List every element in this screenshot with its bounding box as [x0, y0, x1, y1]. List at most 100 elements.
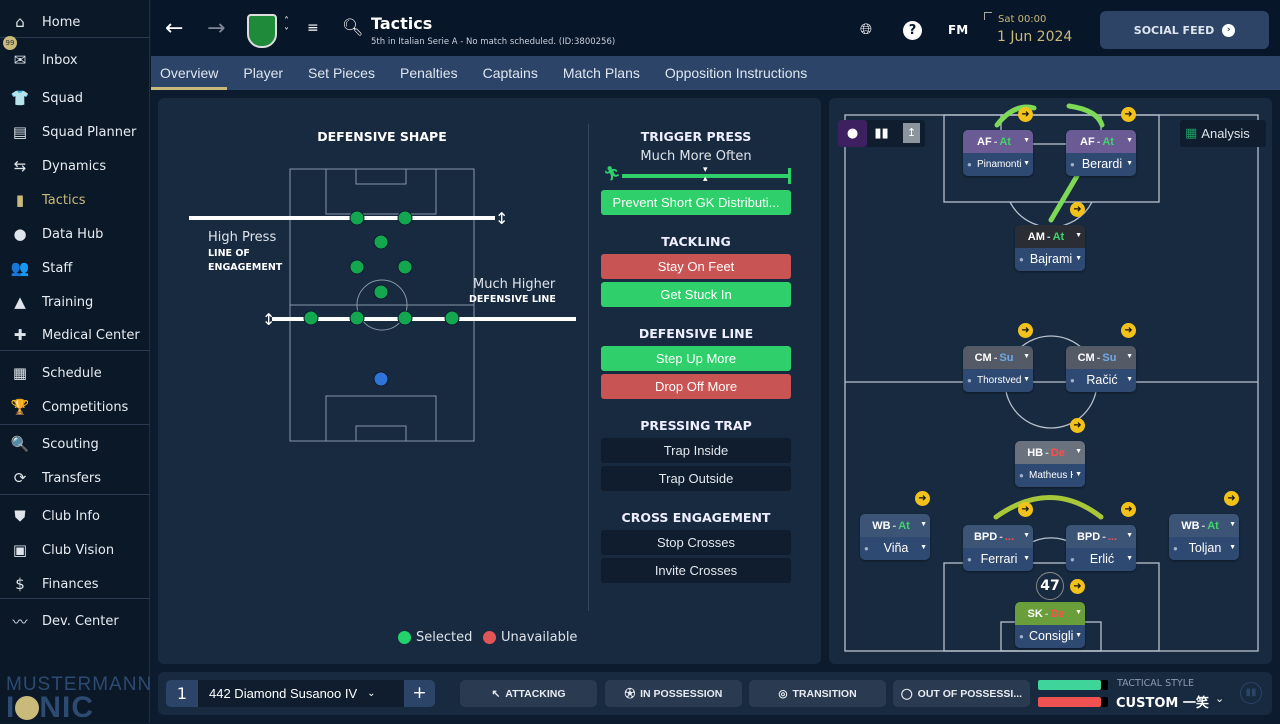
player-selector[interactable]: ●Thorstvedt▼	[963, 369, 1033, 392]
player-instructions-icon[interactable]: ➜	[1018, 502, 1033, 517]
player-instructions-icon[interactable]: ➜	[1121, 107, 1136, 122]
tab-overview[interactable]: Overview	[151, 56, 228, 90]
sidebar-item-staff[interactable]: 👥Staff	[0, 253, 150, 283]
tab-match-plans[interactable]: Match Plans	[562, 65, 640, 81]
sidebar-item-medical-center[interactable]: ✚Medical Center	[0, 320, 150, 350]
player-card[interactable]: AF-At▼ ●Pinamonti▼	[963, 130, 1033, 176]
player-instructions-icon[interactable]: ➜	[1018, 107, 1033, 122]
player-view-icon[interactable]: ●	[838, 120, 867, 147]
player-selector[interactable]: ●Consigli▼	[1015, 625, 1085, 648]
player-instructions-icon[interactable]: ➜	[1121, 323, 1136, 338]
player-selector[interactable]: ●Toljan▼	[1169, 537, 1239, 560]
in-possession-button[interactable]: ⚽︎IN POSSESSION	[605, 680, 742, 707]
sidebar-item-squad-planner[interactable]: ▤Squad Planner	[0, 117, 150, 147]
trap-outside-button[interactable]: Trap Outside	[601, 466, 791, 491]
fm-menu-button[interactable]: FM	[948, 23, 969, 37]
help-icon[interactable]: ?	[903, 21, 922, 40]
player-selector[interactable]: ●Pinamonti▼	[963, 153, 1033, 176]
player-card[interactable]: BPD-...▼ ●Erlić▼	[1066, 525, 1136, 571]
player-card[interactable]: WB-At▼ ●Toljan▼	[1169, 514, 1239, 560]
sidebar-item-dynamics[interactable]: ⇆Dynamics	[0, 151, 150, 181]
club-crest-icon[interactable]	[247, 14, 277, 48]
invite-crosses-button[interactable]: Invite Crosses	[601, 558, 791, 583]
stop-crosses-button[interactable]: Stop Crosses	[601, 530, 791, 555]
role-selector[interactable]: WB-At▼	[860, 514, 930, 537]
back-arrow-icon[interactable]: ←	[165, 16, 184, 41]
tab-opposition-instructions[interactable]: Opposition Instructions	[664, 65, 808, 81]
player-selector[interactable]: ●Matheus He...▼	[1015, 464, 1085, 487]
social-feed-button[interactable]: SOCIAL FEED›	[1100, 11, 1269, 49]
sidebar-item-schedule[interactable]: ▦Schedule	[0, 358, 150, 388]
step-up-more-button[interactable]: Step Up More	[601, 346, 791, 371]
analytics-icon[interactable]: ▮▮	[1240, 682, 1262, 704]
sidebar-item-dev-center[interactable]: 〰Dev. Center	[0, 606, 150, 636]
player-selector[interactable]: ●Račić▼	[1066, 369, 1136, 392]
sidebar-item-finances[interactable]: $Finances	[0, 569, 150, 599]
search-icon[interactable]: 🔍︎	[342, 18, 364, 38]
role-selector[interactable]: BPD-...▼	[963, 525, 1033, 548]
sidebar-item-competitions[interactable]: 🏆Competitions	[0, 392, 150, 422]
forward-arrow-icon[interactable]: →	[207, 16, 226, 41]
style-chevron-down-icon[interactable]: ⌄	[1215, 692, 1225, 705]
add-tactic-button[interactable]: +	[404, 680, 435, 707]
player-card[interactable]: WB-At▼ ●Viña▼	[860, 514, 930, 560]
player-instructions-icon[interactable]: ➜	[1070, 202, 1085, 217]
player-selector[interactable]: ●Ferrari▼	[963, 548, 1033, 571]
player-instructions-icon[interactable]: ➜	[1070, 579, 1085, 594]
prevent-short-gk-distribution-button[interactable]: Prevent Short GK Distributi...	[601, 190, 791, 215]
attacking-button[interactable]: ↖ATTACKING	[460, 680, 597, 707]
stay-on-feet-button[interactable]: Stay On Feet	[601, 254, 791, 279]
role-selector[interactable]: AF-At▼	[1066, 130, 1136, 153]
trap-inside-button[interactable]: Trap Inside	[601, 438, 791, 463]
role-selector[interactable]: SK-De▼	[1015, 602, 1085, 625]
player-card[interactable]: BPD-...▼ ●Ferrari▼	[963, 525, 1033, 571]
player-instructions-icon[interactable]: ➜	[915, 491, 930, 506]
sidebar-item-squad[interactable]: 👕Squad	[0, 83, 150, 113]
tab-captains[interactable]: Captains	[482, 65, 538, 81]
player-card[interactable]: AF-At▼ ●Berardi▼	[1066, 130, 1136, 176]
sidebar-item-scouting[interactable]: 🔍Scouting	[0, 429, 150, 459]
out-of-possession-button[interactable]: ◯OUT OF POSSESSI...	[893, 680, 1030, 707]
player-selector[interactable]: ●Bajrami▼	[1015, 248, 1085, 271]
menu-icon[interactable]: ≡	[307, 20, 319, 36]
player-instructions-icon[interactable]: ➜	[1070, 418, 1085, 433]
sidebar-item-club-info[interactable]: ⛊Club Info	[0, 501, 150, 531]
drop-off-more-button[interactable]: Drop Off More	[601, 374, 791, 399]
sidebar-item-club-vision[interactable]: ▣Club Vision	[0, 535, 150, 565]
role-selector[interactable]: HB-De▼	[1015, 441, 1085, 464]
tab-player[interactable]: Player	[243, 65, 284, 81]
trigger-press-slider-handle[interactable]: ▾▴	[703, 165, 708, 184]
player-selector[interactable]: ●Viña▼	[860, 537, 930, 560]
sidebar-item-data-hub[interactable]: ●Data Hub	[0, 219, 150, 249]
globe-icon[interactable]: 🌐︎	[860, 20, 873, 38]
player-card[interactable]: CM-Su▼ ●Račić▼	[1066, 346, 1136, 392]
role-selector[interactable]: AF-At▼	[963, 130, 1033, 153]
tactic-slot-number[interactable]: 1	[166, 680, 198, 707]
transition-button[interactable]: ◎TRANSITION	[749, 680, 886, 707]
trigger-press-slider[interactable]	[622, 174, 790, 178]
player-instructions-icon[interactable]: ➜	[1121, 502, 1136, 517]
player-card[interactable]: CM-Su▼ ●Thorstvedt▼	[963, 346, 1033, 392]
player-selector[interactable]: ●Berardi▼	[1066, 153, 1136, 176]
upload-view-icon[interactable]: ↥	[903, 123, 920, 143]
role-selector[interactable]: AM-At▼	[1015, 225, 1085, 248]
sidebar-item-transfers[interactable]: ⟳Transfers	[0, 463, 150, 493]
player-instructions-icon[interactable]: ➜	[1224, 491, 1239, 506]
stats-view-icon[interactable]: ▮▮	[874, 126, 889, 141]
sidebar-item-tactics[interactable]: ▮Tactics	[0, 185, 150, 215]
sidebar-item-home[interactable]: ⌂Home	[0, 7, 150, 37]
player-instructions-icon[interactable]: ➜	[1018, 323, 1033, 338]
player-card[interactable]: SK-De▼ ●Consigli▼	[1015, 602, 1085, 648]
tactic-selector[interactable]: 442 Diamond Susanoo IV⌄	[198, 680, 404, 707]
sidebar-item-inbox[interactable]: ✉Inbox	[0, 45, 150, 75]
player-card[interactable]: HB-De▼ ●Matheus He...▼	[1015, 441, 1085, 487]
player-selector[interactable]: ●Erlić▼	[1066, 548, 1136, 571]
player-card[interactable]: AM-At▼ ●Bajrami▼	[1015, 225, 1085, 271]
tab-set-pieces[interactable]: Set Pieces	[308, 65, 375, 81]
role-selector[interactable]: CM-Su▼	[963, 346, 1033, 369]
role-selector[interactable]: WB-At▼	[1169, 514, 1239, 537]
sidebar-item-training[interactable]: ▲Training	[0, 287, 150, 317]
role-selector[interactable]: CM-Su▼	[1066, 346, 1136, 369]
tab-penalties[interactable]: Penalties	[399, 65, 458, 81]
analysis-button[interactable]: ▦Analysis	[1180, 120, 1266, 147]
